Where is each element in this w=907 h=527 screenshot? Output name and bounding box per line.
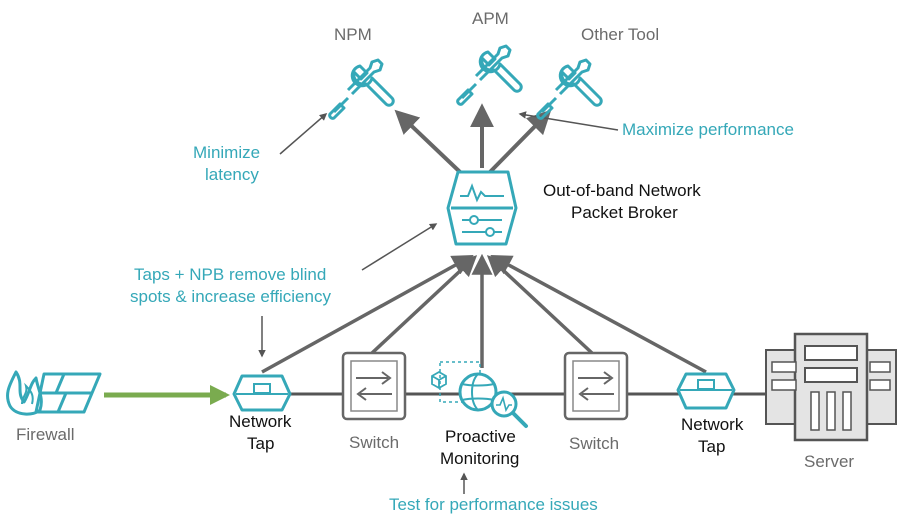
test-performance-label: Test for performance issues bbox=[389, 495, 598, 514]
minimize-latency-line2: latency bbox=[205, 165, 259, 184]
server-icon bbox=[765, 332, 897, 442]
taps-npb-line1: Taps + NPB remove blind bbox=[134, 265, 327, 284]
arrow-tap-left-to-broker bbox=[261, 254, 474, 374]
arrow-to-npm bbox=[394, 109, 462, 174]
arrow-tap-right-to-broker bbox=[490, 254, 707, 374]
firewall-label: Firewall bbox=[16, 425, 75, 444]
broker-label-line2: Packet Broker bbox=[571, 203, 678, 222]
minimize-latency-line1: Minimize bbox=[193, 143, 261, 162]
packet-broker-icon bbox=[446, 170, 518, 246]
proactive-label-line2: Monitoring bbox=[440, 449, 520, 468]
npm-wrench-icon bbox=[328, 58, 395, 120]
taps-npb-line2: spots & increase efficiency bbox=[130, 287, 331, 306]
maximize-performance-label: Maximize performance bbox=[622, 120, 794, 139]
arrow-to-other-tool bbox=[488, 109, 552, 174]
firewall-icon bbox=[6, 370, 102, 416]
tap-right-label-line1: Network bbox=[681, 415, 744, 434]
proactive-monitoring-icon bbox=[431, 361, 528, 428]
proactive-label-line1: Proactive bbox=[445, 427, 516, 446]
switch-left-icon bbox=[341, 351, 407, 421]
npm-label: NPM bbox=[334, 25, 372, 44]
taps-npb-pointer bbox=[361, 223, 438, 271]
switch-right-icon bbox=[563, 351, 629, 421]
latency-pointer bbox=[279, 113, 328, 155]
tap-left-label-line2: Tap bbox=[247, 434, 275, 453]
switch-left-label: Switch bbox=[349, 433, 400, 452]
apm-wrench-icon bbox=[456, 44, 523, 106]
other-tool-wrench-icon bbox=[536, 58, 603, 120]
tap-right-label-line2: Tap bbox=[698, 437, 726, 456]
broker-label-line1: Out-of-band Network bbox=[543, 181, 701, 200]
tap-left-label-line1: Network bbox=[229, 412, 292, 431]
server-label: Server bbox=[804, 452, 855, 471]
arrow-switch-right-to-broker bbox=[486, 255, 594, 355]
network-tap-right-icon bbox=[676, 372, 736, 410]
switch-right-label: Switch bbox=[569, 434, 620, 453]
arrow-switch-left-to-broker bbox=[370, 255, 478, 355]
performance-pointer bbox=[518, 111, 619, 131]
network-tap-left-icon bbox=[232, 374, 292, 412]
devices-to-broker-arrows bbox=[261, 253, 707, 374]
other-tool-label: Other Tool bbox=[581, 25, 660, 44]
apm-label: APM bbox=[472, 9, 509, 28]
broker-to-tools-arrows bbox=[394, 103, 552, 174]
